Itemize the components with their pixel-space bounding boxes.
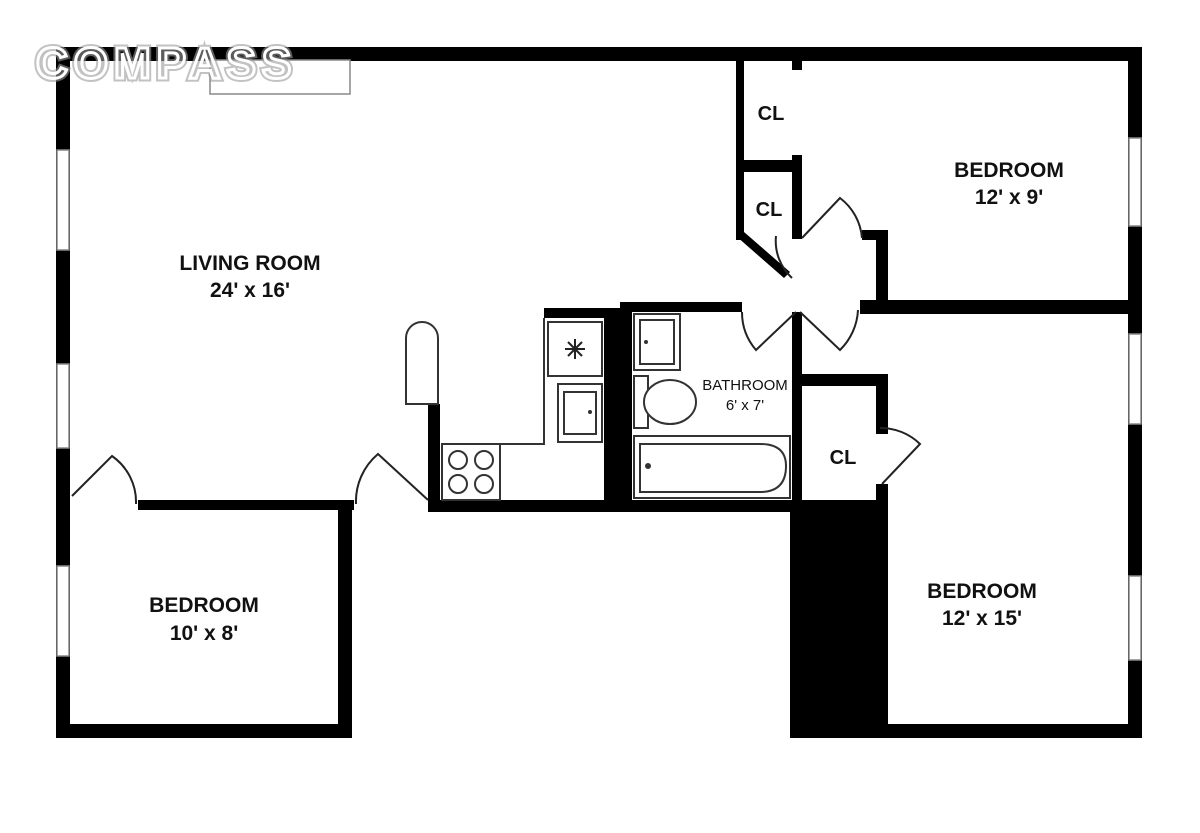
toilet-bowl (643, 379, 697, 425)
wall-kitchen-bath-divider (604, 308, 632, 504)
wall-closet-right (792, 155, 802, 239)
door-bedroom-top (801, 196, 863, 239)
door-closet-3 (879, 426, 922, 485)
windows (56, 59, 1142, 661)
wall-bedrooms-divider (860, 300, 1142, 314)
wall-closet-divider (736, 160, 802, 172)
closet-2-label: CL (756, 199, 783, 221)
logo-shadow: COMPASS (36, 39, 297, 88)
wall-shaft (790, 500, 886, 738)
bedroom-top-right-size: 12' x 9' (975, 186, 1043, 209)
bedroom-bottom-left-name: BEDROOM (149, 594, 259, 617)
wall-kitchen-top (544, 308, 630, 318)
burner-2 (474, 450, 494, 470)
bathroom-name: BATHROOM (702, 377, 788, 394)
doors (71, 196, 922, 505)
living-room-name: LIVING ROOM (179, 252, 320, 275)
wall-closet3-top (800, 374, 886, 386)
stove (441, 443, 501, 501)
closet-3-label: CL (830, 447, 857, 469)
burner-4 (474, 474, 494, 494)
wall-closet-angle (736, 232, 790, 278)
wall-top (56, 47, 1142, 61)
window-bedroom-right-lower (1128, 575, 1142, 661)
wall-hall-right-top (876, 230, 888, 310)
window-living-left-lower (56, 363, 70, 449)
bathtub-drain (645, 463, 651, 469)
wall-small-bedroom-right (338, 500, 352, 736)
bedroom-bottom-right-size: 12' x 15' (942, 607, 1022, 630)
burner-1 (448, 450, 468, 470)
snowflake-icon (565, 339, 585, 359)
logo-text: COMPASS (36, 39, 297, 88)
wall-bottom-left (56, 724, 352, 738)
door-bathroom (740, 311, 797, 352)
kitchen-sink-drain (588, 410, 592, 414)
door-bedroom-right (799, 309, 859, 352)
bedroom-bottom-left-size: 10' x 8' (170, 622, 238, 645)
closet-1-label: CL (758, 103, 785, 125)
fixtures (405, 313, 791, 501)
wall-kitchen-left (428, 404, 440, 504)
door-small-bedroom (71, 454, 138, 505)
room-labels: LIVING ROOM 24' x 16' BEDROOM 12' x 9' B… (149, 103, 1064, 645)
column-fixture (405, 321, 439, 405)
walls (56, 47, 1142, 738)
bedroom-top-right-name: BEDROOM (954, 159, 1064, 182)
wall-small-bedroom-top (138, 500, 354, 510)
bathroom-sink-drain (644, 340, 648, 344)
bedroom-bottom-right-name: BEDROOM (927, 580, 1037, 603)
burner-3 (448, 474, 468, 494)
wall-hall-stub (862, 230, 888, 240)
wall-bath-top (620, 302, 742, 312)
kitchen-counter (497, 318, 545, 500)
wall-closet-stub-top (792, 56, 802, 70)
window-bedroom-right-upper (1128, 333, 1142, 425)
wall-closet-left (736, 56, 744, 240)
window-bedroom-top-right (1128, 137, 1142, 227)
wall-kitchen-bottom (428, 500, 798, 512)
wall-hall-left (792, 312, 802, 504)
window-bedroom-left (56, 565, 70, 657)
door-closet-2 (774, 235, 793, 279)
refrigerator (547, 321, 603, 377)
window-top (209, 59, 351, 95)
bathtub-basin (639, 443, 788, 493)
compass-logo: COMPASS COMPASS (33, 36, 297, 92)
living-room-size: 24' x 16' (210, 279, 290, 302)
door-living-hall (354, 452, 429, 505)
wall-bedroom3-left (876, 484, 888, 734)
window-living-left-upper (56, 149, 70, 251)
wall-closet3-right (876, 374, 888, 434)
bathroom-size: 6' x 7' (726, 397, 764, 414)
